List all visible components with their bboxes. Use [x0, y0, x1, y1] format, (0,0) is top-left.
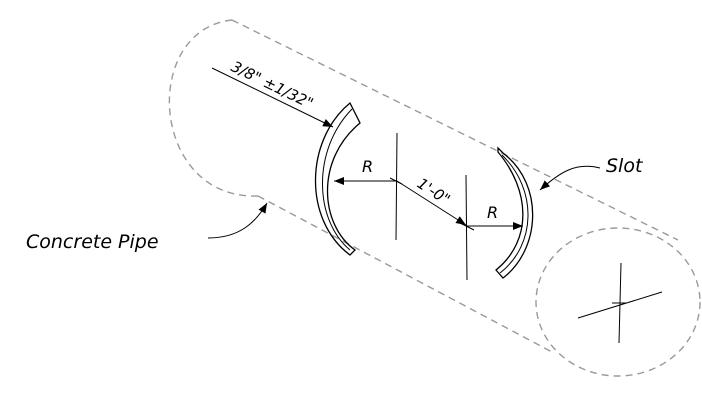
- pipe-left-end: [168, 19, 259, 197]
- spacing-label: 1'-0": [414, 174, 454, 208]
- leader-slot: [539, 165, 601, 191]
- tolerance-label: 3/8" ±1/32": [228, 57, 316, 112]
- pipe-top-edge: [231, 19, 679, 241]
- pipe-bottom-edge: [257, 195, 553, 353]
- right-slot: [495, 146, 534, 279]
- concrete-pipe-outline: [168, 19, 701, 377]
- leader-tolerance: [211, 67, 334, 128]
- slot-centerlines: [389, 132, 475, 281]
- slot-label: Slot: [606, 155, 644, 177]
- pipe-right-end: [535, 227, 701, 377]
- radius-left-label: R: [362, 157, 373, 176]
- leader-pipe: [207, 202, 268, 239]
- dim-spacing: [396, 180, 467, 226]
- concrete-pipe-label: Concrete Pipe: [26, 231, 159, 253]
- dimension-lines: [207, 67, 601, 239]
- left-slot: [314, 101, 361, 256]
- radius-right-label: R: [487, 203, 498, 222]
- end-centerlines: [577, 262, 663, 344]
